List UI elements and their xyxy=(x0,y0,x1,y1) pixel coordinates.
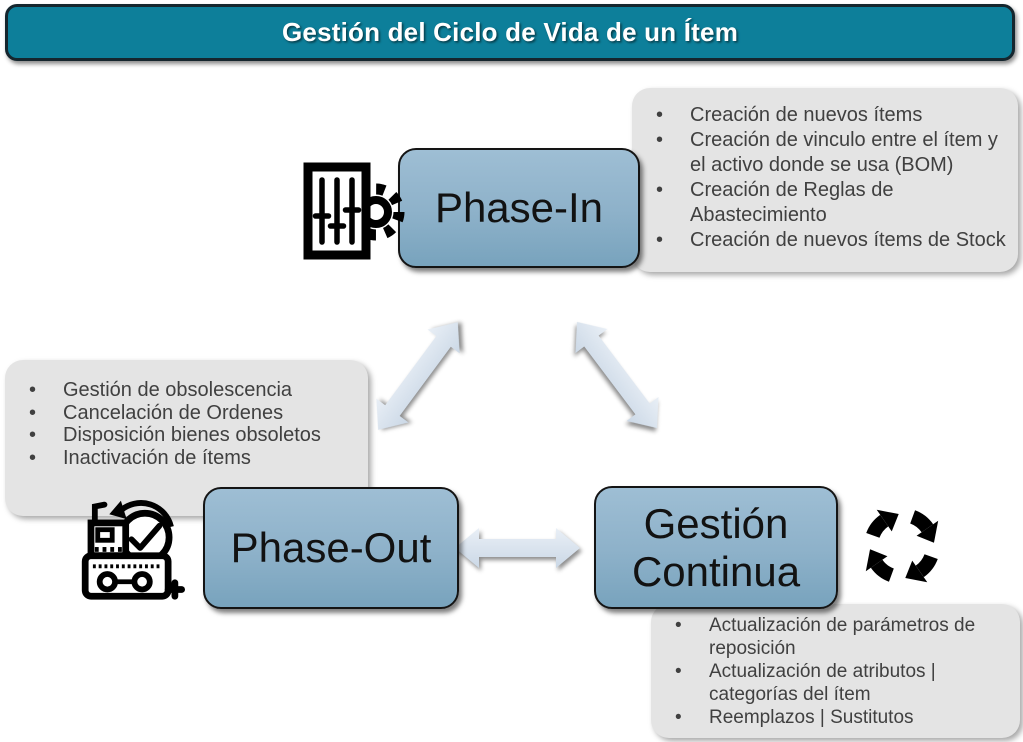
phase-out-box: Phase-Out xyxy=(203,487,459,609)
bullet-item: Inactivación de ítems xyxy=(5,447,362,470)
bullet-item: Reemplazos | Sustitutos xyxy=(651,706,994,729)
phase-out-label: Phase-Out xyxy=(230,524,432,571)
arrow-phase-in-phase-out xyxy=(368,312,468,440)
cycle-arrows-icon xyxy=(854,499,950,593)
phase-in-box: Phase-In xyxy=(398,148,640,268)
arrow-phase-out-continuous xyxy=(455,526,580,570)
bullet-item: Creación de nuevos ítems xyxy=(632,103,1014,128)
phase-in-info-box: Creación de nuevos ítems Creación de vin… xyxy=(632,88,1018,272)
bullet-item: Actualización de parámetros de reposició… xyxy=(651,614,994,660)
continuous-label: Gestión Continua xyxy=(631,499,801,595)
bullet-item: Creación de Reglas de Abastecimiento xyxy=(632,178,1014,228)
phase-in-label: Phase-In xyxy=(434,184,604,231)
phase-out-info-box: Gestión de obsolescencia Cancelación de … xyxy=(5,360,368,516)
continuous-info-box: Actualización de parámetros de reposició… xyxy=(651,604,1020,738)
page-title: Gestión del Ciclo de Vida de un Ítem xyxy=(281,17,739,47)
bullet-item: Creación de nuevos ítems de Stock xyxy=(632,228,1014,253)
bullet-item: Actualización de atributos | categorías … xyxy=(651,660,994,706)
continuous-bullet-list: Actualización de parámetros de reposició… xyxy=(651,614,1020,729)
continuous-box: Gestión Continua xyxy=(594,486,838,609)
arrow-phase-in-continuous xyxy=(567,312,667,438)
bullet-item: Cancelación de Ordenes xyxy=(5,402,362,425)
title-banner: Gestión del Ciclo de Vida de un Ítem xyxy=(5,4,1015,61)
sliders-gear-icon xyxy=(300,160,405,262)
bullet-item: Creación de vinculo entre el ítem y el a… xyxy=(632,128,1014,178)
phase-in-bullet-list: Creación de nuevos ítems Creación de vin… xyxy=(632,103,1018,253)
bullet-item: Gestión de obsolescencia xyxy=(5,379,362,402)
obsolete-device-clock-icon xyxy=(80,494,185,602)
bullet-item: Disposición bienes obsoletos xyxy=(5,424,362,447)
phase-out-bullet-list: Gestión de obsolescencia Cancelación de … xyxy=(5,379,368,469)
